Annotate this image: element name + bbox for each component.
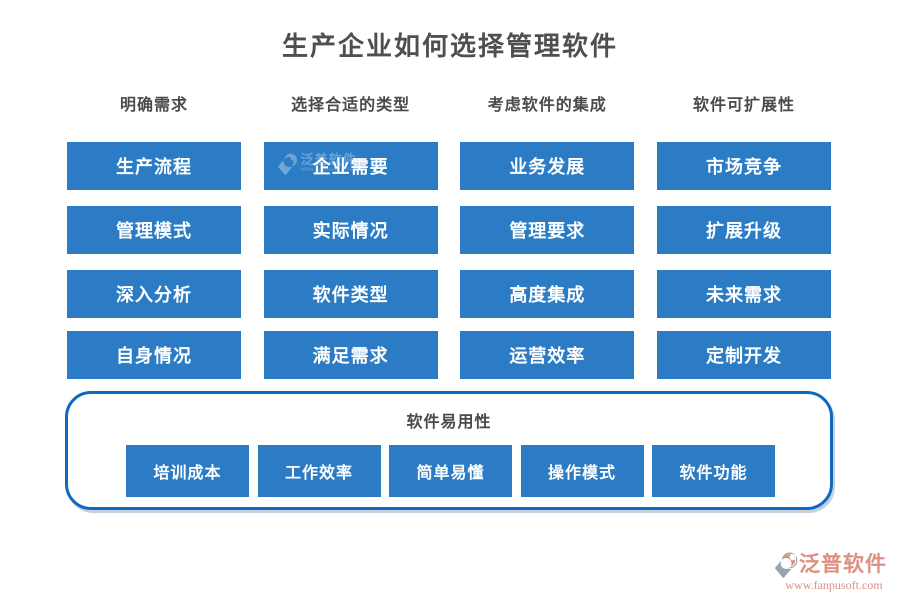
footer-logo-name: 泛普软件 <box>799 553 887 576</box>
item-box: 运营效率 <box>460 331 635 379</box>
item-label: 市场竞争 <box>705 157 782 177</box>
column-requirements: 明确需求 生产流程 管理模式 深入分析 自身情况 <box>67 96 241 379</box>
column-scalability: 软件可扩展性 市场竞争 扩展升级 未来需求 定制开发 <box>656 96 831 379</box>
item-label: 未来需求 <box>705 285 782 305</box>
item-box: 简单易懂 <box>389 445 512 497</box>
footer-logo-url: www.fanpusoft.com <box>785 578 883 592</box>
item-box: 实际情况 <box>263 206 438 254</box>
fanpu-logo-icon <box>277 152 298 176</box>
item-box: 未来需求 <box>656 270 831 318</box>
fanpu-footer-logo: 泛普软件 www.fanpusoft.com <box>774 551 894 592</box>
criteria-grid: 明确需求 生产流程 管理模式 深入分析 自身情况 选择合适的类型 <box>67 96 831 379</box>
column-header: 考虑软件的集成 <box>487 97 607 114</box>
item-box: 生产流程 <box>67 142 241 190</box>
item-box: 操作模式 <box>520 445 644 497</box>
item-label: 实际情况 <box>312 221 389 241</box>
column-type: 选择合适的类型 泛普软件 www.fanpusoft.com 企业需 <box>263 96 438 379</box>
column-integration: 考虑软件的集成 业务发展 管理要求 高度集成 运营效率 <box>460 96 635 379</box>
item-label: 软件类型 <box>312 285 389 305</box>
item-label: 自身情况 <box>116 346 192 366</box>
usability-panel-title: 软件易用性 <box>406 414 492 431</box>
item-label: 高度集成 <box>509 285 586 305</box>
item-label: 培训成本 <box>153 465 222 482</box>
item-label: 业务发展 <box>509 157 586 177</box>
item-box: 高度集成 <box>460 270 635 318</box>
item-label: 定制开发 <box>705 346 782 366</box>
item-label: 扩展升级 <box>705 221 782 241</box>
item-label: 满足需求 <box>312 346 389 366</box>
item-box: 软件类型 <box>263 270 438 318</box>
item-box: 管理模式 <box>67 206 241 254</box>
item-box: 自身情况 <box>67 331 241 379</box>
item-box: 深入分析 <box>67 270 241 318</box>
item-box: 软件功能 <box>652 445 775 497</box>
column-header: 软件可扩展性 <box>692 97 795 114</box>
item-box: 管理要求 <box>460 206 635 254</box>
item-box: 业务发展 <box>460 142 635 190</box>
item-label: 运营效率 <box>509 346 586 366</box>
item-label: 软件功能 <box>679 465 748 482</box>
column-header: 选择合适的类型 <box>291 97 411 114</box>
item-label: 简单易懂 <box>416 465 485 482</box>
item-box: 工作效率 <box>257 445 381 497</box>
column-header: 明确需求 <box>119 97 188 114</box>
item-label: 深入分析 <box>116 285 192 305</box>
fanpu-logo-icon <box>774 551 799 579</box>
item-label: 工作效率 <box>284 465 353 482</box>
usability-boxes: 培训成本 工作效率 简单易懂 操作模式 软件功能 <box>126 445 775 497</box>
item-box: 培训成本 <box>126 445 249 497</box>
item-label: 管理模式 <box>116 221 192 241</box>
page-title: 生产企业如何选择管理软件 <box>281 31 618 61</box>
item-box: 满足需求 <box>263 331 438 379</box>
item-box: 市场竞争 <box>656 142 831 190</box>
item-label: 企业需要 <box>312 157 389 177</box>
item-label: 操作模式 <box>547 465 616 482</box>
item-box: 扩展升级 <box>656 206 831 254</box>
usability-panel: 软件易用性 培训成本 工作效率 简单易懂 操作模式 软件功能 <box>65 391 833 510</box>
item-label: 生产流程 <box>116 157 192 177</box>
item-label: 管理要求 <box>509 221 586 241</box>
item-box: 泛普软件 www.fanpusoft.com 企业需要 <box>263 142 438 190</box>
item-box: 定制开发 <box>656 331 831 379</box>
